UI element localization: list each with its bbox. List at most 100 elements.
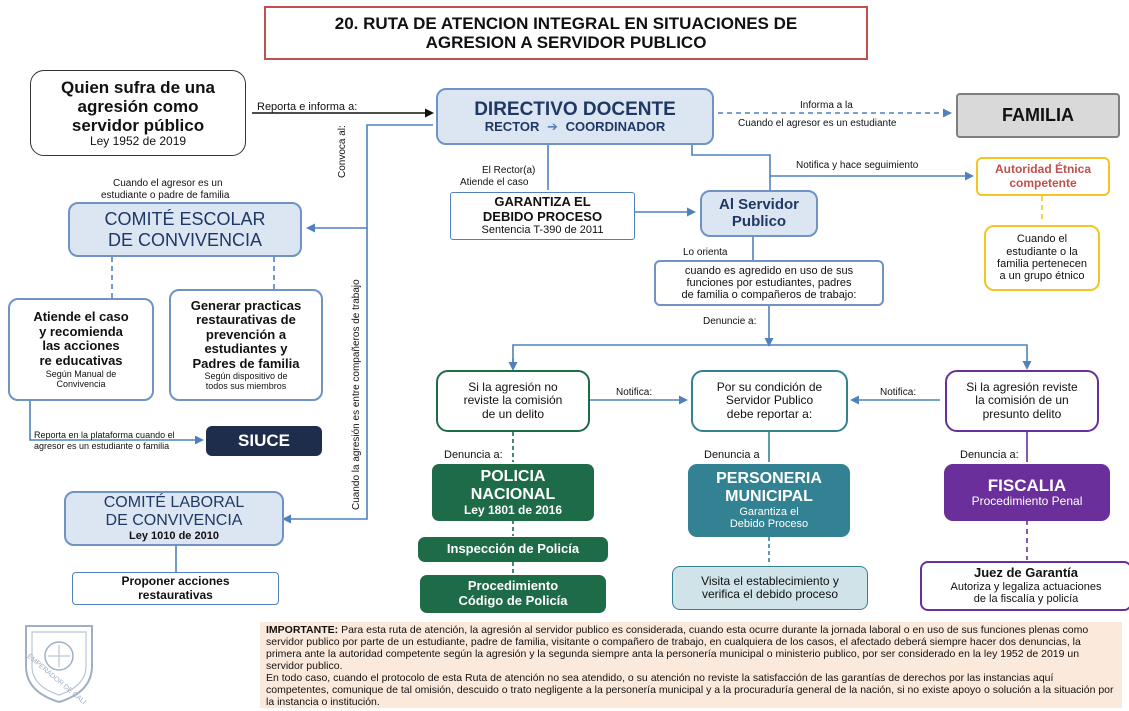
servidor-line-2: Publico <box>731 212 787 230</box>
generar-sub-1: Según dispositivo de <box>204 371 288 382</box>
proponer-line-2: restaurativas <box>138 587 213 602</box>
grupo-etnico-box: Cuando el estudiante o la familia perten… <box>984 225 1100 291</box>
personeria-sub-2: Debido Proceso <box>729 518 809 531</box>
label-denuncia-3: Denuncia a: <box>960 449 1019 461</box>
proponer-line-1: Proponer acciones <box>121 574 230 589</box>
policia-law: Ley 1801 de 2016 <box>463 502 563 517</box>
siuce-label: SIUCE <box>238 431 290 451</box>
policia-line-2: NACIONAL <box>470 485 556 503</box>
condicion-line-2: Servidor Publico <box>725 393 814 408</box>
generar-line-2: restaurativas de <box>196 312 296 328</box>
important-paragraph-1: Para esta ruta de atención, la agresión … <box>266 624 1089 672</box>
label-notifica-left: Notifica: <box>616 387 653 398</box>
comite-laboral-law: Ley 1010 de 2010 <box>129 530 219 543</box>
generar-sub-2: todos sus miembros <box>205 381 287 392</box>
generar-line-5: Padres de familia <box>192 355 300 371</box>
no-delito-line-2: reviste la comisión <box>463 393 563 408</box>
personeria-municipal-box: PERSONERIA MUNICIPAL Garantiza el Debido… <box>688 464 850 537</box>
servidor-publico-box: Al Servidor Publico <box>700 190 818 237</box>
important-paragraph-2: En todo caso, cuando el protocolo de est… <box>266 671 1114 708</box>
etnico-line-3: familia pertenecen <box>997 258 1087 270</box>
label-lo-orienta: Lo orienta <box>683 247 728 258</box>
juez-line-3: de la fiscalía y policía <box>973 593 1079 606</box>
label-notifica-right: Notifica: <box>880 387 917 398</box>
directivo-docente-box: DIRECTIVO DOCENTE RECTOR ➔ COORDINADOR <box>436 88 714 145</box>
directivo-subtitle: RECTOR ➔ COORDINADOR <box>484 118 666 135</box>
atiende-caso-box: Atiende el caso y recomienda las accione… <box>8 298 154 401</box>
comite-escolar-line-1: COMITÉ ESCOLAR <box>104 209 266 230</box>
atiende-sub-1: Según Manual de <box>45 368 117 379</box>
directivo-title: DIRECTIVO DOCENTE <box>474 98 676 120</box>
garantiza-line-3: Sentencia T-390 de 2011 <box>481 224 604 237</box>
etnico-line-4: a un grupo étnico <box>999 270 1085 283</box>
condicion-box: Por su condición de Servidor Publico deb… <box>691 370 848 432</box>
no-delito-line-1: Si la agresión no <box>468 379 558 394</box>
important-heading: IMPORTANTE: <box>266 624 339 636</box>
generar-practicas-box: Generar practicas restaurativas de preve… <box>169 289 323 401</box>
garantiza-box: GARANTIZA EL DEBIDO PROCESO Sentencia T-… <box>450 192 635 240</box>
label-cuando-companeros: Cuando la agresión es entre compañeros d… <box>351 279 362 510</box>
personeria-sub-1: Garantiza el <box>739 506 799 519</box>
visita-line-2: verifica el debido proceso <box>701 587 839 601</box>
autoridad-line-1: Autoridad Étnica <box>994 162 1091 177</box>
victim-line-1: Quien sufra de una <box>61 77 215 97</box>
familia-title: FAMILIA <box>1002 105 1074 126</box>
comite-laboral-line-2: DE CONVIVENCIA <box>105 512 243 530</box>
agredido-line-2: funciones por estudiantes, padres <box>686 276 852 289</box>
victim-line-3: servidor público <box>71 115 205 135</box>
atiende-line-3: las acciones <box>42 338 120 354</box>
garantiza-line-1: GARANTIZA EL <box>494 194 591 210</box>
fiscalia-line-1: FISCALIA <box>987 476 1067 496</box>
label-convoca: Convoca al: <box>337 125 348 178</box>
proponer-box: Proponer acciones restaurativas <box>72 572 279 605</box>
personeria-line-2: MUNICIPAL <box>725 488 813 506</box>
atiende-line-1: Atiende el caso <box>33 309 129 325</box>
delito-line-3: presunto delito <box>982 406 1062 421</box>
policia-line-1: POLICIA <box>480 467 546 485</box>
title-line-1: 20. RUTA DE ATENCION INTEGRAL EN SITUACI… <box>334 13 798 33</box>
delito-line-1: Si la agresión reviste <box>966 379 1078 394</box>
inspeccion-policia-box: Inspección de Policía <box>418 537 608 562</box>
procedimiento-box: Procedimiento Código de Policía <box>420 575 606 613</box>
autoridad-line-2: competente <box>1009 175 1077 190</box>
juez-line-2: Autoriza y legaliza actuaciones <box>950 580 1102 593</box>
label-cuando-estudiante: Cuando el agresor es un estudiante <box>738 118 897 129</box>
condicion-line-3: debe reportar a: <box>726 406 813 421</box>
fiscalia-sub: Procedimiento Penal <box>971 494 1083 509</box>
inspeccion-label: Inspección de Policía <box>446 541 580 557</box>
no-delito-line-3: de un delito <box>481 406 545 421</box>
victim-law: Ley 1952 de 2019 <box>89 133 187 148</box>
label-rector-1: El Rector(a) <box>482 165 536 176</box>
label-cuando-agresor-1: Cuando el agresor es un <box>113 178 223 189</box>
victim-box: Quien sufra de una agresión como servido… <box>30 70 246 156</box>
generar-line-3: prevención a <box>205 326 287 342</box>
personeria-line-1: PERSONERIA <box>716 470 822 488</box>
directivo-rector: RECTOR <box>484 118 540 134</box>
agredido-line-1: cuando es agredido en uso de sus <box>684 264 854 277</box>
arrow-right-icon: ➔ <box>547 118 558 134</box>
label-denuncia-2: Denuncia a <box>704 449 760 461</box>
agredido-box: cuando es agredido en uso de sus funcion… <box>654 260 884 306</box>
label-reporta-plataforma-1: Reporta en la plataforma cuando el <box>34 430 175 440</box>
visita-box: Visita el establecimiento y verifica el … <box>672 566 868 610</box>
label-reporta: Reporta e informa a: <box>257 101 358 113</box>
familia-box: FAMILIA <box>956 93 1120 138</box>
comite-laboral-box: COMITÉ LABORAL DE CONVIVENCIA Ley 1010 d… <box>64 491 284 546</box>
comite-escolar-line-2: DE CONVIVENCIA <box>107 229 263 250</box>
title-line-2: AGRESION A SERVIDOR PUBLICO <box>425 33 707 52</box>
label-notifica-seguimiento: Notifica y hace seguimiento <box>796 160 919 171</box>
directivo-coordinador: COORDINADOR <box>565 118 666 134</box>
atiende-line-2: y recomienda <box>39 323 123 339</box>
victim-line-2: agresión como <box>77 96 199 116</box>
generar-line-4: estudiantes y <box>204 341 288 357</box>
policia-nacional-box: POLICIA NACIONAL Ley 1801 de 2016 <box>432 464 594 521</box>
important-note: IMPORTANTE: Para esta ruta de atención, … <box>260 622 1122 708</box>
agredido-line-3: de familia o compañeros de trabajo: <box>681 289 857 302</box>
siuce-box: SIUCE <box>206 426 322 456</box>
delito-box: Si la agresión reviste la comisión de un… <box>945 370 1099 432</box>
procedimiento-line-1: Procedimiento <box>467 578 559 594</box>
label-informa: Informa a la <box>800 100 853 111</box>
label-reporta-plataforma-2: agresor es un estudiante o familia <box>34 441 170 451</box>
juez-garantia-box: Juez de Garantía Autoriza y legaliza act… <box>920 561 1129 611</box>
